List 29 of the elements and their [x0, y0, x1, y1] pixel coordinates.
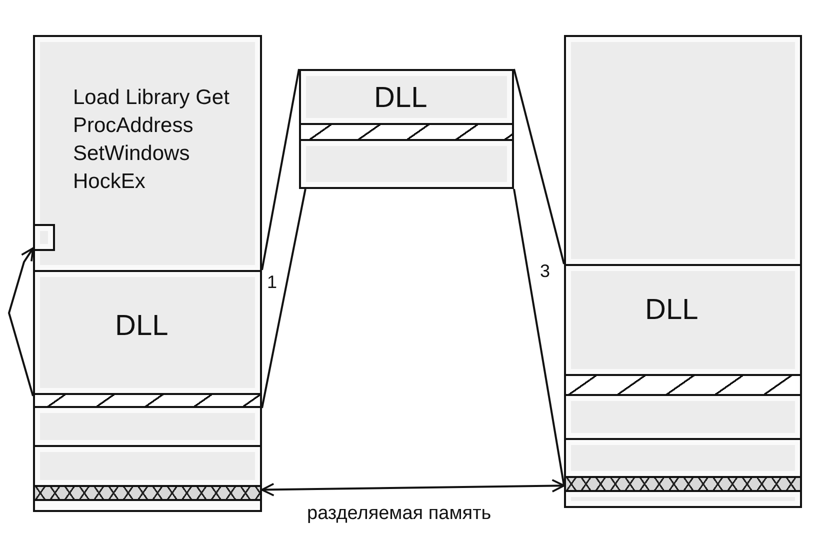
memory-segment — [564, 490, 802, 508]
small-square — [33, 224, 55, 251]
address-space-column — [564, 35, 802, 508]
memory-segment — [299, 139, 514, 189]
memory-segment — [564, 394, 802, 440]
memory-segment — [33, 35, 262, 272]
dll-segment — [33, 270, 262, 395]
dll-label: DLL — [645, 296, 698, 325]
double-arrow — [261, 479, 565, 496]
address-space-column — [33, 35, 262, 512]
memory-segment — [33, 445, 262, 487]
mapping-line — [513, 68, 565, 264]
memory-segment — [564, 35, 802, 266]
memory-segment — [564, 438, 802, 478]
step-number: 1 — [267, 273, 278, 291]
mapping-line — [513, 188, 565, 486]
memory-segment — [33, 499, 262, 512]
function-list-text: Load Library Get ProcAddress SetWindows HockEx — [73, 85, 230, 195]
memory-segment — [33, 406, 262, 447]
dll-module-box — [299, 69, 514, 189]
dll-segment — [564, 264, 802, 376]
dll-segment — [299, 69, 514, 125]
edge-label: разделяемая память — [307, 504, 492, 523]
dll-label: DLL — [374, 84, 428, 113]
step-number: 3 — [540, 262, 550, 280]
mapping-line — [261, 68, 300, 270]
mapping-line — [261, 188, 306, 408]
arrow — [8, 247, 34, 396]
dll-label: DLL — [115, 312, 168, 341]
